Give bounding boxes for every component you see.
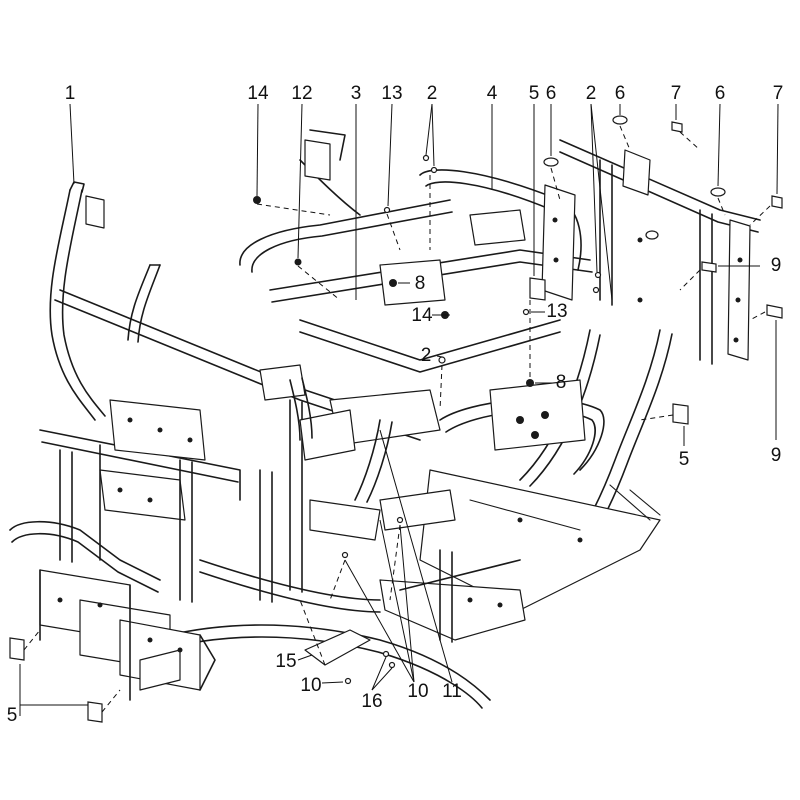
callout-labels: 1 14 12 3 13 2 4 5 6 2 6 7 6 7 9 8 14 13… xyxy=(7,83,784,726)
callout-6-c: 6 xyxy=(715,83,726,104)
callout-5-top: 5 xyxy=(529,83,540,104)
callout-10-right: 10 xyxy=(407,681,428,702)
callout-6-b: 6 xyxy=(615,83,626,104)
callout-2-top: 2 xyxy=(427,83,438,104)
dashed-assembly-lines xyxy=(23,125,771,713)
callout-10-left: 10 xyxy=(300,675,321,696)
fasteners-and-pads xyxy=(9,115,783,723)
callout-8-upper: 8 xyxy=(415,273,426,294)
callout-3: 3 xyxy=(351,83,362,104)
callout-7-b: 7 xyxy=(773,83,784,104)
callout-9-lower: 9 xyxy=(771,445,782,466)
callout-4: 4 xyxy=(487,83,498,104)
callout-8-lower: 8 xyxy=(556,372,567,393)
callout-6-a: 6 xyxy=(546,83,557,104)
callout-11: 11 xyxy=(442,681,462,702)
callout-5-right: 5 xyxy=(679,449,690,470)
callout-2-mid: 2 xyxy=(421,345,432,366)
callout-7-a: 7 xyxy=(671,83,682,104)
leader-lines xyxy=(19,103,779,716)
callout-13-top: 13 xyxy=(381,83,402,104)
callout-1: 1 xyxy=(65,83,76,104)
callout-16: 16 xyxy=(361,691,382,712)
callout-14-top: 14 xyxy=(247,83,269,104)
callout-14-mid: 14 xyxy=(411,305,433,326)
callout-5-bottom: 5 xyxy=(7,705,18,726)
callout-13-mid: 13 xyxy=(546,301,567,322)
callout-2-right: 2 xyxy=(586,83,597,104)
callout-12: 12 xyxy=(291,83,312,104)
main-frame xyxy=(9,129,761,709)
callout-15: 15 xyxy=(275,651,296,672)
callout-9-upper: 9 xyxy=(771,255,782,276)
